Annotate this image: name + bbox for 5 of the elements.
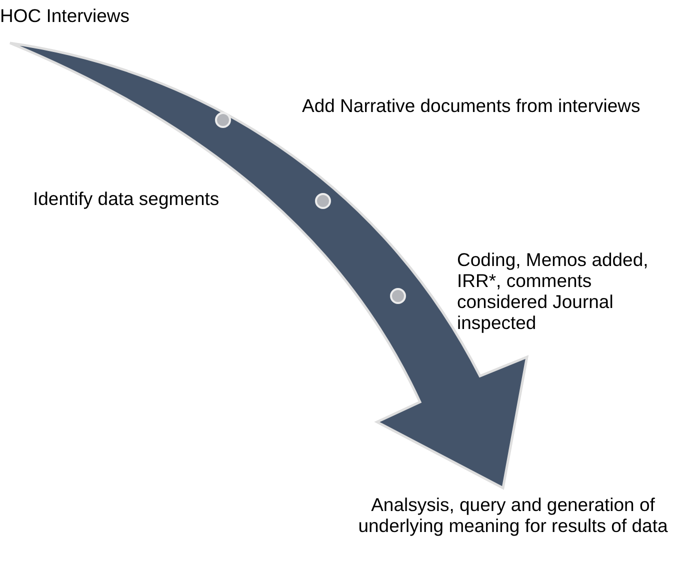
step-label: Coding, Memos added, IRR*, comments considered Journal inspected (457, 249, 650, 333)
start-label: HOC Interviews (0, 5, 131, 26)
result-label: Analsysis, query and generation of underlying meaning for results of data (357, 494, 669, 536)
step-label: Identify data segments (33, 188, 220, 209)
step-label: Add Narrative documents from interviews (302, 95, 642, 116)
